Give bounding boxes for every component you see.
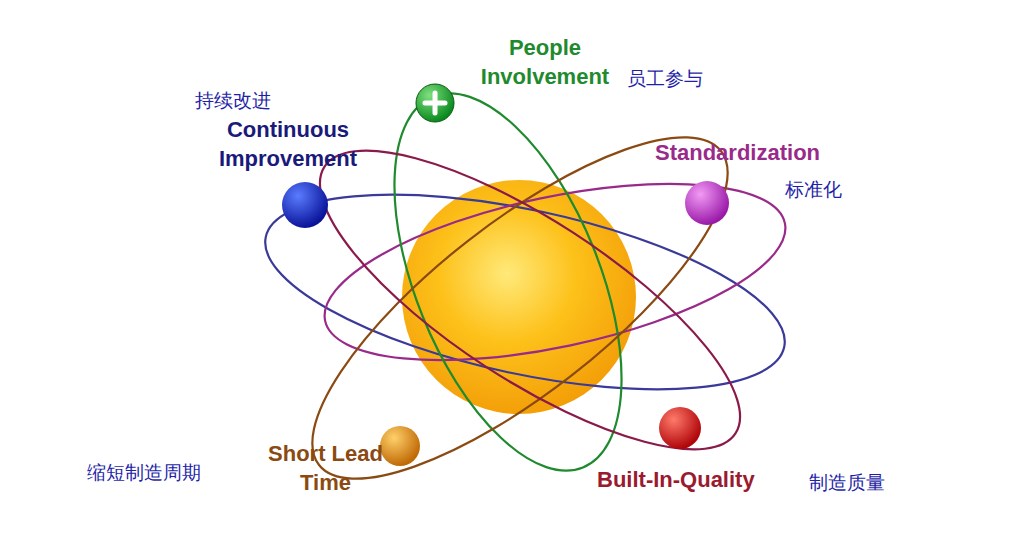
- principle-label: Standardization: [652, 139, 823, 168]
- plus-symbol: [425, 93, 445, 113]
- planet: [282, 182, 328, 228]
- chinese-label: 持续改进: [192, 88, 274, 113]
- chinese-label: 制造质量: [806, 470, 888, 495]
- chinese-label: 缩短制造周期: [84, 460, 204, 485]
- principle-label: Short Lead Time: [255, 440, 396, 497]
- orbit: [348, 62, 668, 502]
- planet: [416, 84, 454, 122]
- chinese-label: 员工参与: [624, 66, 706, 91]
- chinese-label: 标准化: [782, 177, 845, 202]
- principle-label: Built-In-Quality: [594, 466, 758, 495]
- principle-label: Continuous Improvement: [200, 116, 376, 173]
- sun: [402, 180, 636, 414]
- planet: [659, 407, 701, 449]
- principle-label: People Involvement: [462, 34, 628, 91]
- planet: [685, 181, 729, 225]
- planet: [380, 426, 420, 466]
